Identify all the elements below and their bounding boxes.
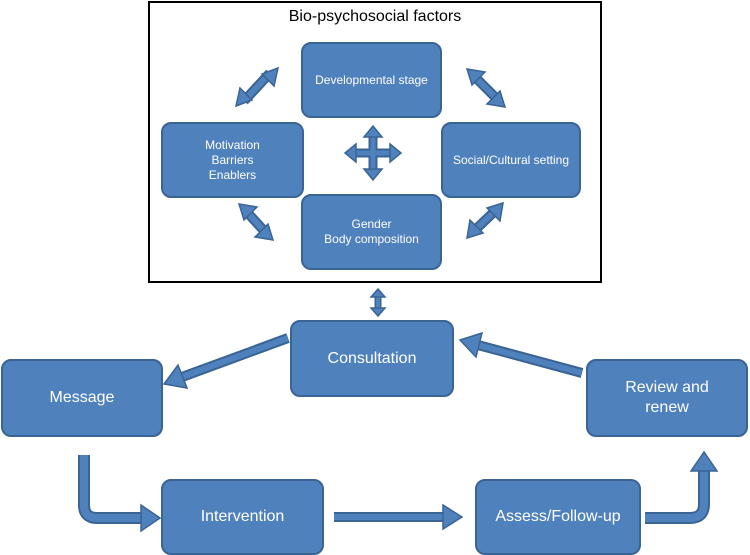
node-developmental-stage: Developmental stage: [301, 42, 442, 118]
double-arrow-top-left: [234, 66, 280, 108]
node-gender: Gender Body composition: [301, 194, 442, 270]
double-arrow-bottom-right: [466, 201, 504, 240]
node-intervention: Intervention: [161, 479, 324, 555]
frame-title: Bio-psychosocial factors: [288, 8, 462, 25]
assess-label: Assess/Follow-up: [495, 508, 621, 525]
arrow-intervention-to-assess: [334, 503, 464, 531]
enablers-label: Enablers: [208, 167, 257, 182]
node-consultation: Consultation: [290, 320, 454, 397]
motivation-label: Motivation: [205, 137, 260, 152]
social-label: Social/Cultural setting: [452, 152, 570, 167]
four-way-arrow: [343, 124, 403, 182]
review-label: Review and: [625, 379, 709, 396]
double-arrow-top-right: [465, 68, 507, 108]
message-label: Message: [49, 389, 115, 406]
node-message: Message: [1, 359, 163, 437]
renew-label: renew: [645, 399, 689, 416]
consultation-label: Consultation: [327, 349, 417, 367]
arrow-review-to-consultation: [458, 331, 584, 378]
arrow-message-to-intervention: [78, 455, 162, 533]
node-assess-follow-up: Assess/Follow-up: [475, 479, 641, 555]
body-composition-label: Body composition: [324, 232, 419, 246]
developmental-label: Developmental stage: [315, 72, 428, 87]
arrow-assess-to-review: [645, 450, 719, 524]
node-motivation: Motivation Barriers Enablers: [161, 122, 304, 198]
node-review-renew: Review and renew: [586, 359, 748, 437]
arrow-consultation-to-message: [162, 333, 290, 389]
barriers-label: Barriers: [211, 152, 254, 167]
node-social-cultural: Social/Cultural setting: [441, 122, 581, 198]
intervention-label: Intervention: [200, 508, 285, 525]
double-arrow-bottom-left: [237, 203, 275, 241]
gender-label: Gender: [351, 217, 392, 231]
frame-consultation-link: [369, 287, 387, 318]
